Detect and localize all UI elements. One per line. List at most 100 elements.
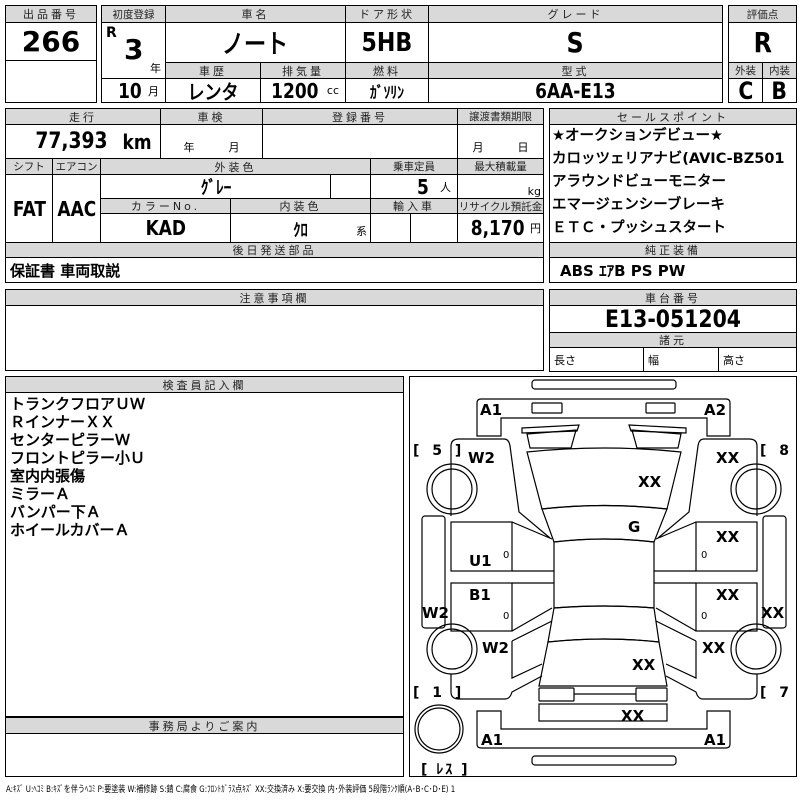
damage-rocker-l: W2 <box>422 604 449 622</box>
first-reg-label: 初度登録 <box>101 5 166 23</box>
damage-trunk: XX <box>632 656 656 674</box>
max-load: kg <box>457 174 544 199</box>
inspector-notes: トランクフロアＵＷ ＲインナーＸＸ センターピラーＷ フロントピラー小Ｕ 室内内… <box>5 392 404 717</box>
history: レンタ <box>165 78 261 103</box>
rear-glass <box>547 605 660 643</box>
score-value: R <box>753 26 772 59</box>
car-name: ノート <box>165 22 346 63</box>
ext-score: C <box>728 78 763 103</box>
spec-length: 長さ <box>549 347 644 372</box>
car-side <box>421 438 554 700</box>
reg-no-label: 登録番号 <box>262 108 458 125</box>
import-cell-2 <box>410 213 458 243</box>
car-outline <box>414 379 787 766</box>
transfer-deadline: 月日 <box>457 124 544 159</box>
damage-door-fl: U1 <box>469 552 492 570</box>
chassis-value: E13-051204 <box>605 305 741 333</box>
specs-label: 諸元 <box>549 332 797 348</box>
color-no-value: KAD <box>145 216 186 240</box>
grade-value: S <box>566 26 585 59</box>
displacement: 1200 cc <box>260 78 346 103</box>
chassis-number: E13-051204 <box>549 305 797 333</box>
inspector-item: ＲインナーＸＸ <box>10 413 116 431</box>
rear-bumper <box>476 710 731 749</box>
damage-hood: XX <box>638 473 662 491</box>
reg-month: 10 <box>118 78 142 103</box>
recycle-label: リサイクル預託金 <box>457 198 544 214</box>
door-value: 5HB <box>361 27 413 58</box>
inspection: 年月 <box>160 124 263 159</box>
rear-bar <box>531 755 677 766</box>
equipment: ABS ｴｱB PS PW <box>549 257 797 283</box>
color-no-label: カラーNo. <box>100 198 231 214</box>
shift-value: FAT <box>12 196 46 221</box>
grade-label: グレード <box>428 5 723 23</box>
transfer-day-unit: 日 <box>517 141 529 154</box>
damage-diagram: A1 A2 [ 5 ] [ 8 ] W2 XX XX G XX U1 B1 XX… <box>409 376 797 777</box>
inspector-item: バンパー下Ａ <box>10 503 101 521</box>
era: R <box>106 25 117 41</box>
int-color-unit: 系 <box>356 225 367 238</box>
front-bar <box>531 379 677 390</box>
damage-rear-left: A1 <box>481 731 504 749</box>
import-cell-1 <box>370 213 411 243</box>
damage-fender-fr: XX <box>716 449 740 467</box>
recycle-value: 8,170 <box>470 216 525 240</box>
door-mark: 0 <box>701 611 708 622</box>
damage-fender-fl: W2 <box>468 449 495 467</box>
inspection-label: 車検 <box>160 108 263 125</box>
legend: A:ｷｽﾞ U:ﾍｺﾐ B:ｷｽﾞを伴うﾍｺﾐ P:要塗装 W:補修跡 S:錆 … <box>6 785 456 795</box>
damage-fender-rl: W2 <box>482 639 509 657</box>
damage-rear-right: A1 <box>704 731 727 749</box>
lot-blank <box>5 60 97 103</box>
first-reg-month-cell: 10 月 <box>101 78 166 103</box>
ext-score-value: C <box>738 78 753 103</box>
mileage: 77,393 km <box>5 124 161 159</box>
later-parts: 保証書 車両取説 <box>5 257 544 283</box>
history-value: レンタ <box>187 80 239 103</box>
ac-label: エアコン <box>52 158 101 175</box>
inspector-item: 室内内張傷 <box>10 467 86 485</box>
cc-unit: cc <box>326 84 339 97</box>
tire-rl: [ 1 ] <box>413 685 466 701</box>
damage-front-left: A1 <box>480 401 503 419</box>
score: R <box>728 22 797 63</box>
int-score-label: 内装 <box>762 62 797 79</box>
inspector-item: ミラーＡ <box>10 485 71 503</box>
fuel-label: 燃料 <box>345 62 429 79</box>
mileage-value: 77,393 <box>35 129 108 154</box>
door-mark: 0 <box>503 611 510 622</box>
roof <box>553 538 655 609</box>
ext-color-label: 外装色 <box>100 158 371 175</box>
sale-point-item: ＥＴＣ・プッシュスタート <box>552 220 726 236</box>
first-reg-year-cell: R 3 年 <box>101 22 166 79</box>
history-label: 車歴 <box>165 62 261 79</box>
spare-tire <box>417 707 461 751</box>
sale-point-item: ★オークションデビュー★ <box>552 128 723 144</box>
ext-color: ｸﾞﾚｰ <box>100 174 331 199</box>
notes-label: 注意事項欄 <box>5 289 544 306</box>
fuel-value: ｶﾞｿﾘﾝ <box>369 82 404 102</box>
trunk <box>538 638 668 687</box>
import-label: 輸入車 <box>370 198 458 214</box>
displacement-value: 1200 <box>271 78 319 103</box>
lot-number: 266 <box>5 22 97 61</box>
notes-area <box>5 305 544 371</box>
tire-fl: [ 5 ] <box>413 443 466 459</box>
spec-height: 高さ <box>718 347 797 372</box>
year-unit: 年 <box>150 62 161 75</box>
windshield <box>541 504 668 543</box>
inspector-item: ホイールカバーＡ <box>10 521 130 539</box>
later-parts-label: 後日発送部品 <box>5 242 544 258</box>
month-unit: 月 <box>148 84 159 98</box>
headlight-left <box>526 429 577 449</box>
km-unit: km <box>122 129 152 154</box>
model: 6AA-E13 <box>428 78 723 103</box>
capacity-unit: 人 <box>440 180 451 194</box>
damage-front-right: A2 <box>704 401 727 419</box>
reg-no <box>262 124 458 159</box>
sale-points-list: ★オークションデビュー★ カロッツェリアナビ(AVIC-BZ501 アラウンドビ… <box>549 124 797 243</box>
model-value: 6AA-E13 <box>535 78 616 103</box>
ext-color-value: ｸﾞﾚｰ <box>200 177 231 199</box>
